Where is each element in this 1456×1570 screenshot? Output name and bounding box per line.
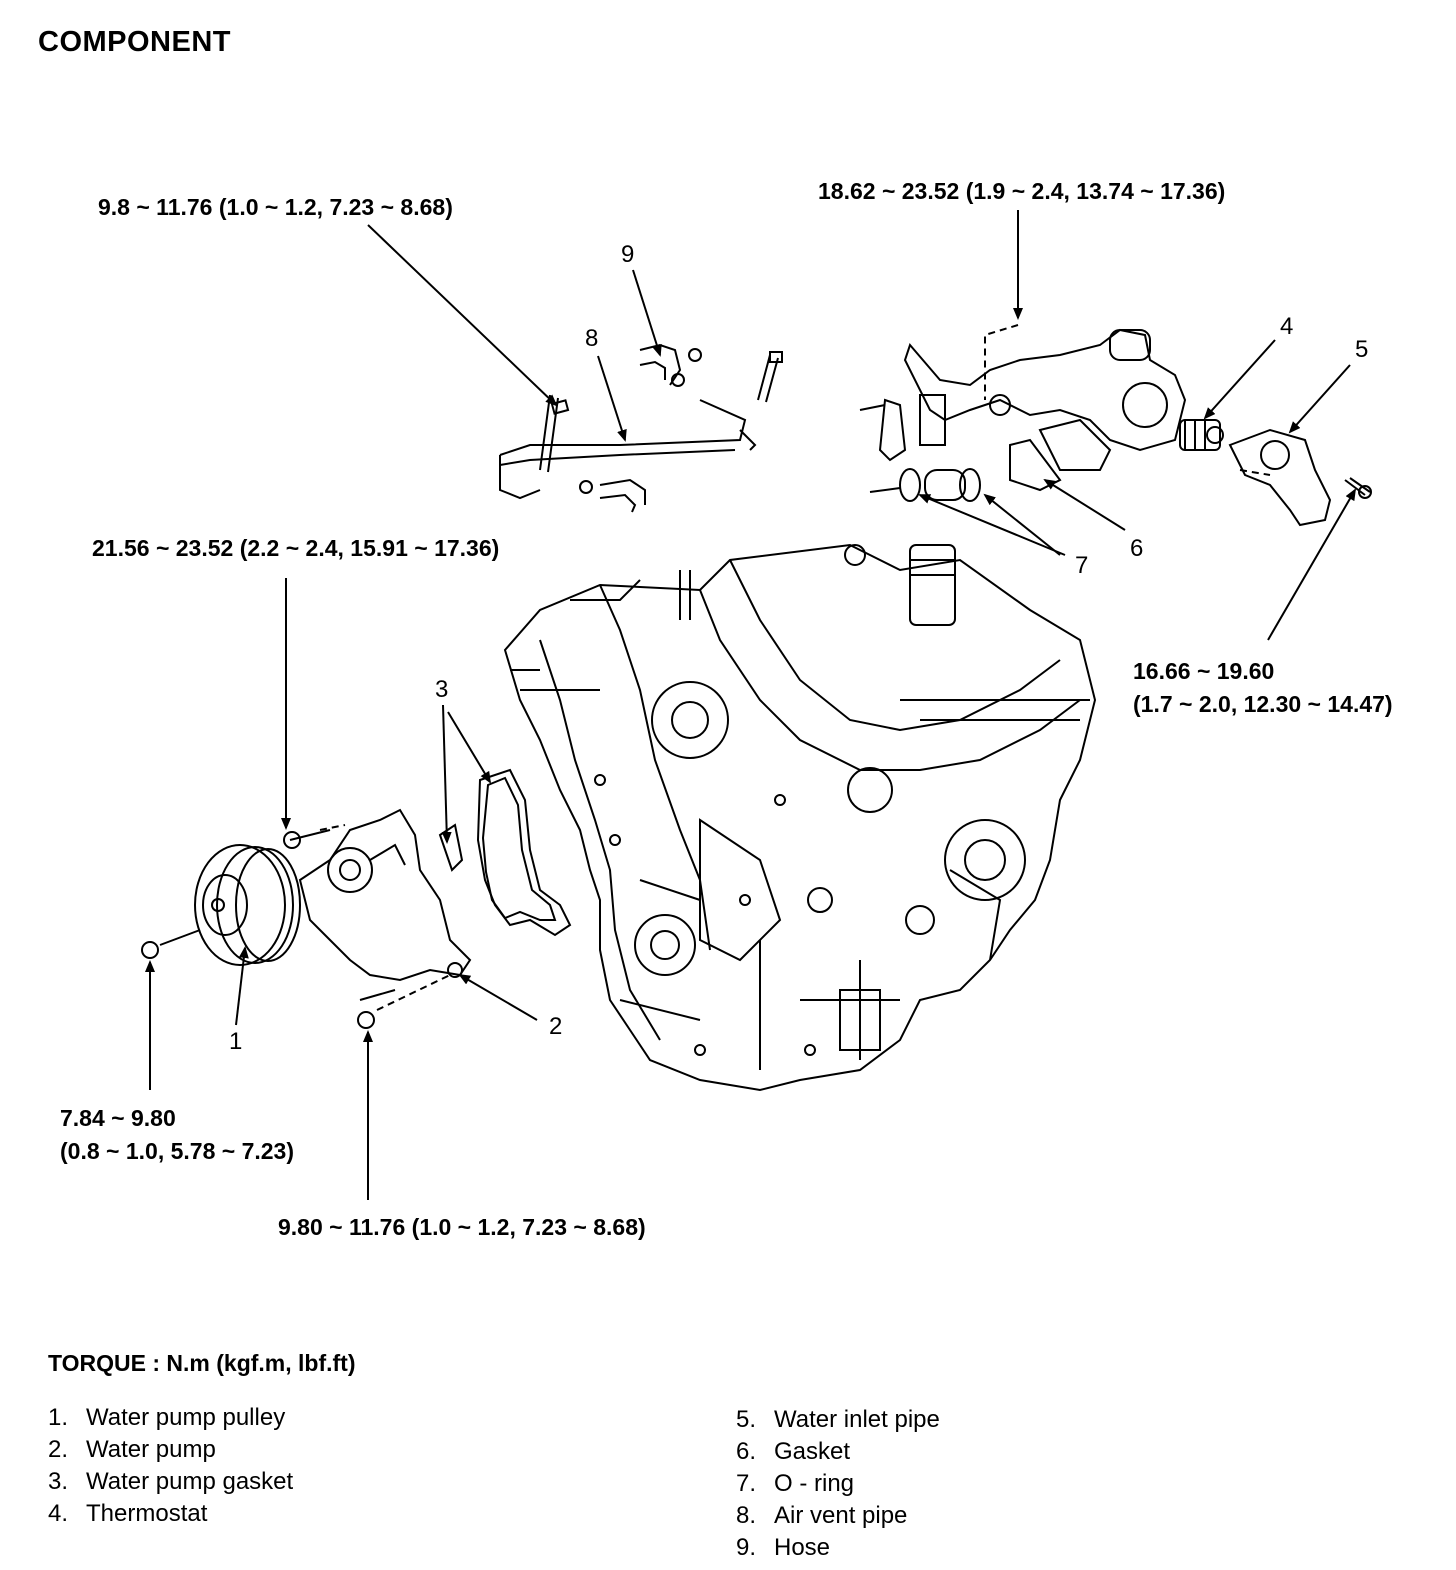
thermostat-housing-drawing xyxy=(859,328,1187,502)
callout-9: 9 xyxy=(621,241,635,268)
legend-item: 7.O - ring xyxy=(736,1470,855,1497)
callout-7: 7 xyxy=(1075,552,1089,579)
torque-label-pump-lower-bolt: 9.80 ~ 11.76 (1.0 ~ 1.2, 7.23 ~ 8.68) xyxy=(278,1214,646,1240)
callout-3: 3 xyxy=(435,676,449,703)
torque-label-pump-bolt: 21.56 ~ 23.52 (2.2 ~ 2.4, 15.91 ~ 17.36) xyxy=(92,535,500,561)
water-inlet-pipe-drawing xyxy=(1228,428,1372,527)
legend-item: 9.Hose xyxy=(736,1534,831,1561)
legend-item: 4.Thermostat xyxy=(48,1500,208,1527)
callout-8: 8 xyxy=(585,325,599,352)
leader-lines xyxy=(145,210,1357,1200)
water-pump-gasket-drawing xyxy=(438,768,572,937)
torque-line-1: 7.84 ~ 9.80 xyxy=(60,1105,176,1131)
legend-item: 8.Air vent pipe xyxy=(736,1502,908,1529)
legend-item: 1.Water pump pulley xyxy=(48,1404,286,1431)
torque-label-pulley-bolt: 7.84 ~ 9.80 (0.8 ~ 1.0, 5.78 ~ 7.23) xyxy=(60,1105,294,1165)
legend-item: 5.Water inlet pipe xyxy=(736,1406,940,1433)
torque-label-inlet-pipe-bolt: 16.66 ~ 19.60 (1.7 ~ 2.0, 12.30 ~ 14.47) xyxy=(1133,658,1393,718)
torque-line-2: (0.8 ~ 1.0, 5.78 ~ 7.23) xyxy=(60,1138,294,1164)
page-title: COMPONENT xyxy=(38,26,231,58)
water-pump-pulley-drawing xyxy=(141,844,301,966)
thermostat-drawing xyxy=(1179,419,1224,451)
torque-label-housing-nut: 18.62 ~ 23.52 (1.9 ~ 2.4, 13.74 ~ 17.36) xyxy=(818,178,1226,204)
torque-line-1: 16.66 ~ 19.60 xyxy=(1133,658,1275,684)
hose-drawing xyxy=(579,343,702,513)
callout-5: 5 xyxy=(1355,336,1369,363)
callout-1: 1 xyxy=(229,1028,243,1055)
torque-label-air-vent-bolt: 9.8 ~ 11.76 (1.0 ~ 1.2, 7.23 ~ 8.68) xyxy=(98,194,453,220)
parts-legend-right: 5.Water inlet pipe 6.Gasket 7.O - ring 8… xyxy=(736,1404,940,1564)
parts-legend-left: 1.Water pump pulley 2.Water pump 3.Water… xyxy=(48,1402,293,1530)
callout-6: 6 xyxy=(1130,535,1144,562)
legend-item: 3.Water pump gasket xyxy=(48,1468,294,1495)
air-vent-pipe-drawing xyxy=(499,351,783,500)
engine-block-drawing xyxy=(503,543,1097,1092)
water-pump-drawing xyxy=(283,808,472,1029)
legend-item: 2.Water pump xyxy=(48,1436,216,1463)
legend-item: 6.Gasket xyxy=(736,1438,851,1465)
callout-4: 4 xyxy=(1280,313,1294,340)
callout-2: 2 xyxy=(549,1013,563,1040)
dashed-guide-lines xyxy=(319,324,1271,1011)
torque-line-2: (1.7 ~ 2.0, 12.30 ~ 14.47) xyxy=(1133,691,1393,717)
torque-unit-heading: TORQUE : N.m (kgf.m, lbf.ft) xyxy=(48,1350,356,1376)
